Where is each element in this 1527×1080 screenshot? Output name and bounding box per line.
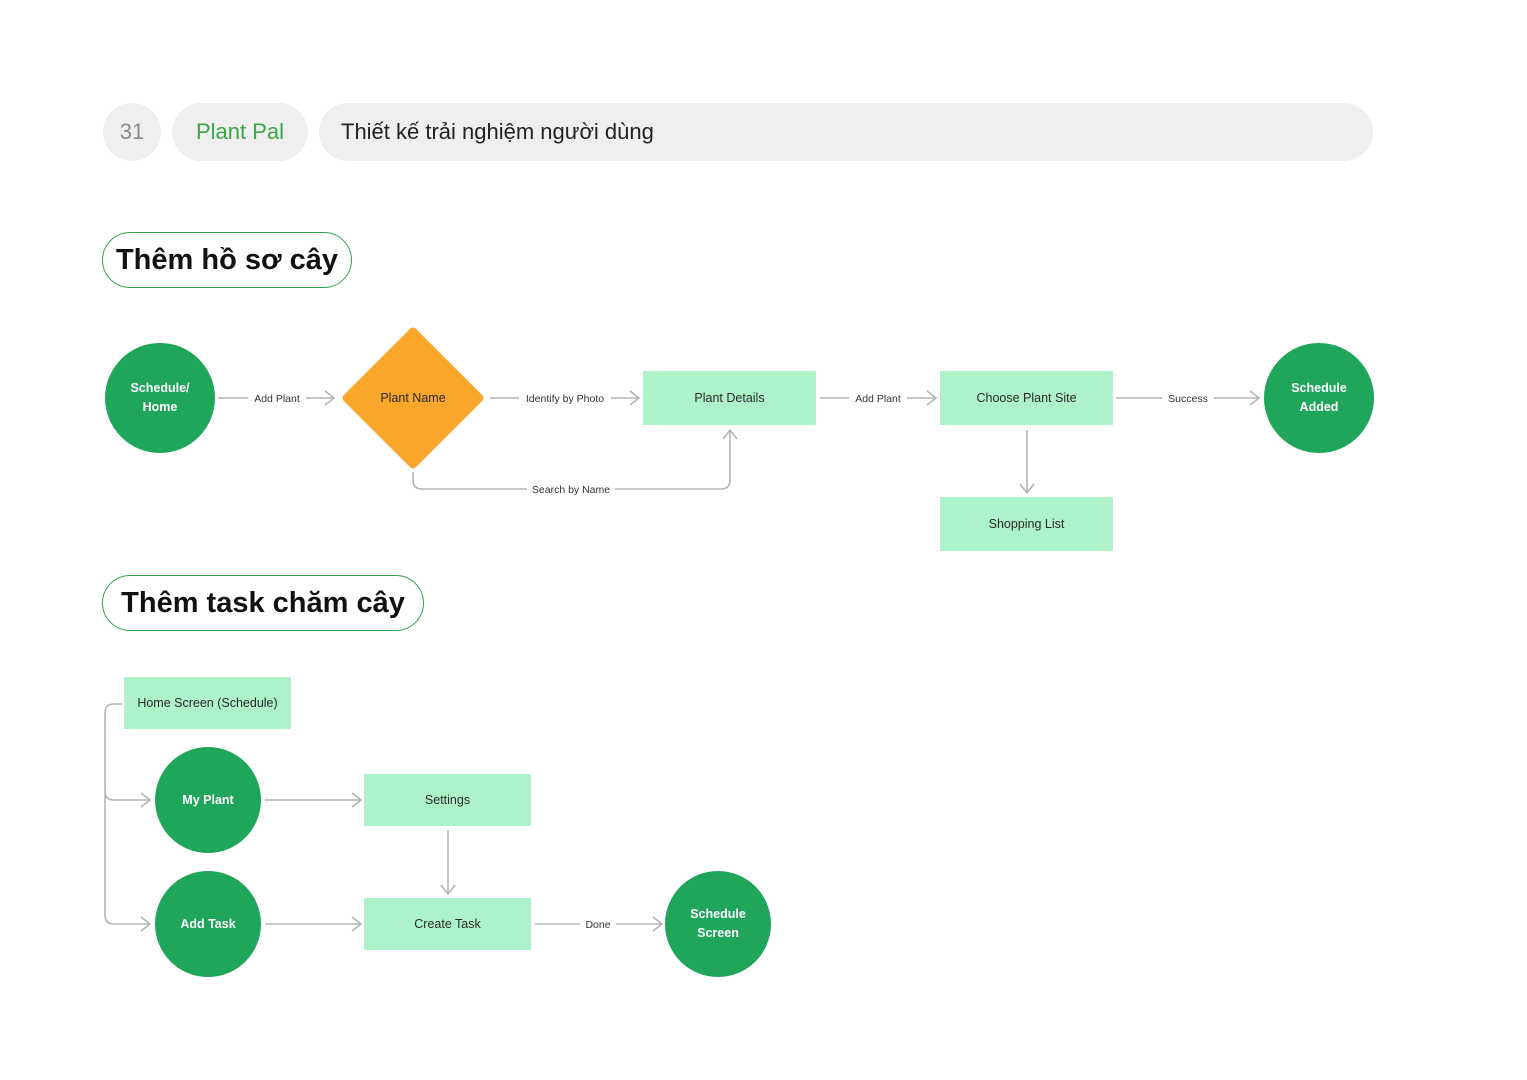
edge-home-branches [104, 703, 152, 932]
node-choose-plant-site: Choose Plant Site [940, 371, 1113, 425]
decision-plant-name: Plant Name [340, 325, 486, 471]
node-schedule-home: Schedule/ Home [105, 343, 215, 453]
edge-label-add-plant-1: Add Plant [254, 393, 300, 405]
node-add-task: Add Task [155, 871, 261, 977]
node-home-screen-schedule: Home Screen (Schedule) [124, 677, 291, 729]
edge-settings-create [440, 830, 456, 896]
edge-label-add-plant-2: Add Plant [855, 393, 901, 405]
edge-label-identify-photo: Identify by Photo [526, 393, 604, 405]
edge-add-plant-1: Add Plant [218, 390, 336, 406]
edge-add-plant-2: Add Plant [820, 390, 938, 406]
edge-label-search-name: Search by Name [532, 484, 610, 496]
edge-search-name: Search by Name [412, 428, 738, 497]
page-number: 31 [103, 103, 161, 161]
node-shopping-list: Shopping List [940, 497, 1113, 551]
edge-identify-photo: Identify by Photo [490, 390, 641, 406]
edge-site-to-shopping [1019, 430, 1035, 495]
edge-done: Done [535, 916, 664, 932]
node-my-plant: My Plant [155, 747, 261, 853]
edge-myplant-settings [265, 792, 363, 808]
edge-label-done: Done [585, 919, 610, 931]
node-schedule-screen: Schedule Screen [665, 871, 771, 977]
node-settings: Settings [364, 774, 531, 826]
section-title-add-care-task: Thêm task chăm cây [102, 575, 424, 631]
brand-name: Plant Pal [172, 103, 308, 161]
node-create-task: Create Task [364, 898, 531, 950]
edge-success: Success [1116, 390, 1261, 406]
edge-addtask-create [265, 916, 363, 932]
decision-label: Plant Name [380, 391, 446, 405]
page-title: Thiết kế trải nghiệm người dùng [319, 103, 1373, 161]
node-schedule-added: Schedule Added [1264, 343, 1374, 453]
edge-label-success: Success [1168, 393, 1208, 405]
node-plant-details: Plant Details [643, 371, 816, 425]
section-title-add-plant-profile: Thêm hồ sơ cây [102, 232, 352, 288]
